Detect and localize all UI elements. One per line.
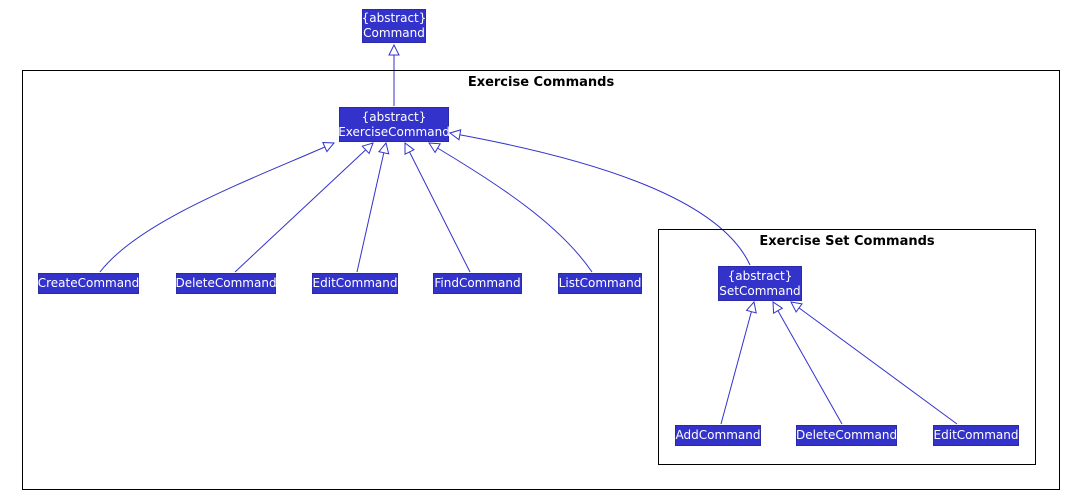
class-name: ExerciseCommand	[338, 124, 450, 139]
class-add-command: AddCommand	[675, 425, 761, 446]
class-find-command: FindCommand	[433, 273, 522, 294]
edge-setcommand-to-exercisecommand	[450, 133, 751, 266]
edge-list-to-exercisecommand	[429, 143, 593, 273]
class-name: EditCommand	[933, 428, 1019, 442]
class-exercise-command: {abstract} ExerciseCommand	[338, 107, 450, 142]
edge-edit-to-exercisecommand	[356, 143, 386, 273]
stereotype: {abstract}	[361, 11, 427, 25]
class-set-edit-command: EditCommand	[933, 425, 1019, 446]
edge-setedit-to-setcommand	[791, 302, 958, 425]
class-set-delete-command: DeleteCommand	[796, 425, 897, 446]
class-name: Command	[363, 26, 425, 40]
class-name: ListCommand	[558, 276, 642, 290]
edge-setdelete-to-setcommand	[773, 302, 843, 425]
package-exercise-set-commands: Exercise Set Commands	[658, 229, 1036, 465]
package-title: Exercise Commands	[467, 75, 615, 90]
stereotype: {abstract}	[727, 268, 793, 283]
edge-delete-to-exercisecommand	[234, 143, 373, 273]
edge-find-to-exercisecommand	[405, 143, 471, 273]
class-name: CreateCommand	[37, 276, 140, 290]
class-list-command: ListCommand	[558, 273, 642, 294]
class-name: DeleteCommand	[795, 428, 898, 442]
package-title: Exercise Set Commands	[759, 234, 935, 249]
class-delete-command: DeleteCommand	[175, 273, 277, 294]
class-name: EditCommand	[312, 276, 398, 290]
class-edit-command: EditCommand	[312, 273, 398, 294]
class-set-command: {abstract} SetCommand	[718, 266, 802, 301]
package-exercise-commands: Exercise Commands	[22, 70, 1060, 490]
edge-create-to-exercisecommand	[99, 143, 334, 273]
class-create-command: CreateCommand	[38, 273, 139, 294]
stereotype: {abstract}	[361, 109, 427, 124]
class-name: FindCommand	[434, 276, 521, 290]
class-command: {abstract} Command	[362, 9, 426, 43]
class-name: DeleteCommand	[175, 276, 277, 290]
edge-add-to-setcommand	[720, 302, 754, 425]
class-name: AddCommand	[675, 428, 761, 442]
class-name: SetCommand	[719, 283, 801, 298]
